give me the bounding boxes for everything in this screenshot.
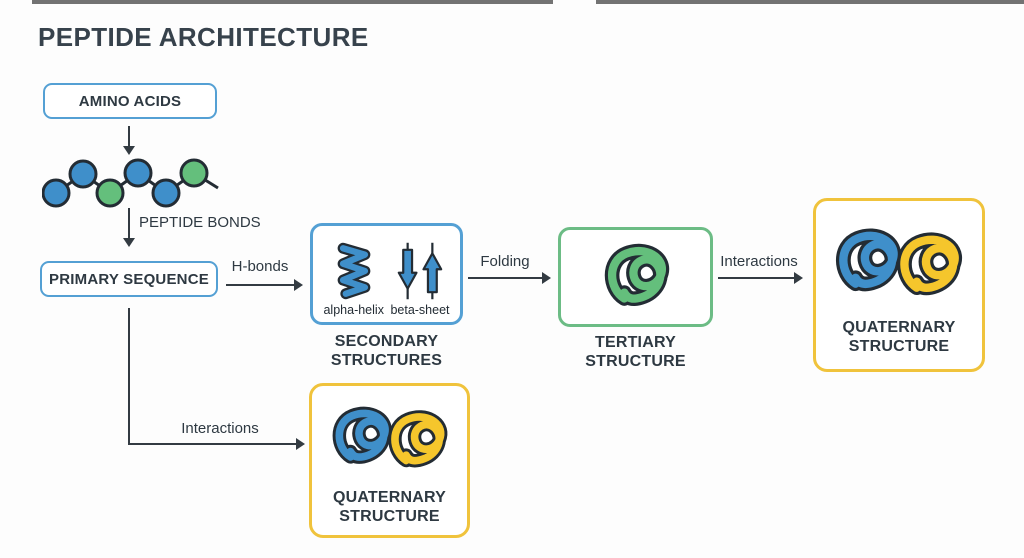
arrow-peptide-bonds (128, 208, 130, 239)
quaternary-bottom-label: QUATERNARY STRUCTURE (332, 489, 447, 525)
cropped-dark-strip-left (32, 0, 553, 4)
beta-sheet-column: beta-sheet (390, 241, 450, 317)
amino-acids-label: AMINO ACIDS (78, 92, 182, 110)
arrow-peptide-bonds-head (123, 238, 135, 247)
arrow-interactions-top-head (794, 272, 803, 284)
tertiary-structure-box (558, 227, 713, 327)
alpha-helix-caption: alpha-helix (323, 303, 384, 317)
quaternary-structure-box-top: QUATERNARY STRUCTURE (813, 198, 985, 372)
arrow-amino-to-chain-head (123, 146, 135, 155)
beta-sheet-caption: beta-sheet (390, 303, 450, 317)
quaternary-top-label: QUATERNARY STRUCTURE (842, 318, 956, 355)
arrow-folding-head (542, 272, 551, 284)
arrow-amino-to-chain (128, 126, 130, 147)
h-bonds-label: H-bonds (231, 258, 289, 275)
arrow-h-bonds-head (294, 279, 303, 291)
arrow-folding (468, 277, 542, 279)
connector-primary-to-quaternary-horizontal (128, 443, 296, 445)
secondary-structures-label: SECONDARY STRUCTURES (330, 333, 443, 369)
amino-acids-box: AMINO ACIDS (43, 83, 217, 119)
arrow-h-bonds (226, 284, 294, 286)
quaternary-complex-icon (329, 394, 451, 484)
alpha-helix-icon (337, 242, 371, 300)
tertiary-structure-label: TERTIARY STRUCTURE (585, 334, 686, 370)
secondary-structures-box: alpha-helix beta-sheet (310, 223, 463, 325)
alpha-helix-column: alpha-helix (323, 241, 384, 317)
primary-sequence-label: PRIMARY SEQUENCE (49, 270, 209, 288)
amino-acid-chain-icon (42, 158, 219, 208)
interactions-top-label: Interactions (720, 253, 798, 270)
quaternary-structure-box-bottom: QUATERNARY STRUCTURE (309, 383, 470, 538)
interactions-bottom-label: Interactions (181, 420, 259, 437)
arrow-interactions-top (718, 277, 794, 279)
beta-sheet-icon (397, 242, 443, 300)
peptide-bonds-label: PEPTIDE BONDS (139, 214, 261, 231)
tertiary-fold-icon (596, 236, 676, 318)
cropped-dark-strip-right (596, 0, 1024, 4)
connector-primary-to-quaternary-vertical (128, 308, 130, 445)
arrow-interactions-bottom-head (296, 438, 305, 450)
quaternary-complex-icon (832, 214, 966, 314)
folding-label: Folding (480, 253, 530, 270)
page-title: PEPTIDE ARCHITECTURE (38, 22, 369, 52)
primary-sequence-box: PRIMARY SEQUENCE (40, 261, 218, 297)
